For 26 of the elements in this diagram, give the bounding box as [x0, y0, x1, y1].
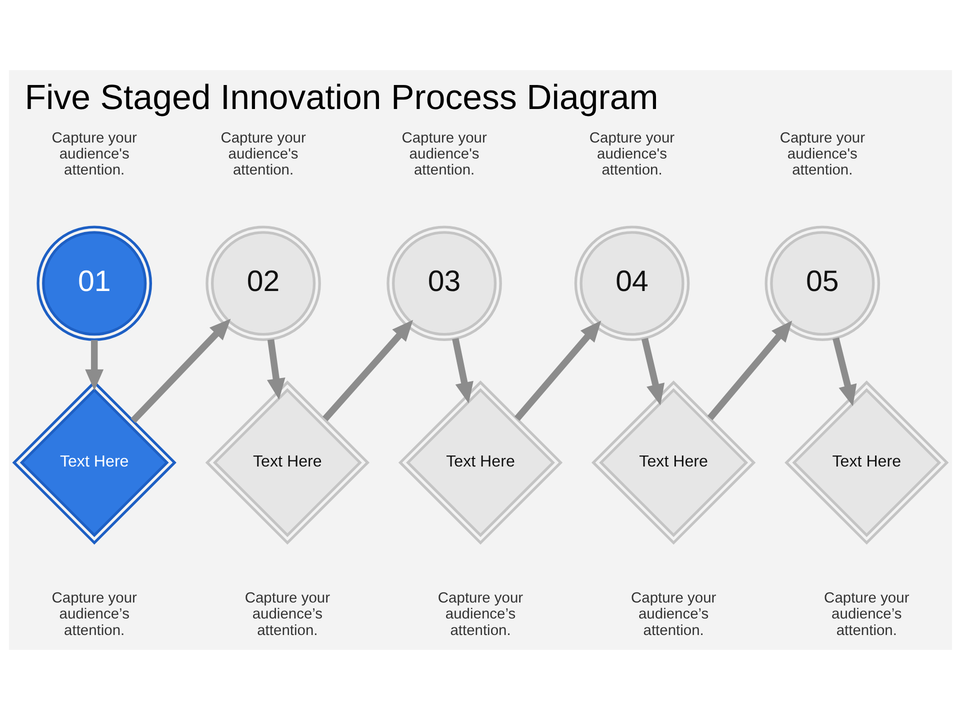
- node-label: Capture your audience’s attention.: [630, 590, 716, 639]
- node-circle: 04: [574, 226, 690, 342]
- arrow: [130, 318, 230, 424]
- node-label: Capture your audience’s attention.: [51, 590, 136, 639]
- node-label: Capture your audience's attention.: [220, 130, 306, 178]
- arrow: [452, 338, 473, 404]
- arrow: [84, 340, 104, 390]
- node-circle: 01: [36, 226, 152, 342]
- node-diamond: Text Here: [784, 380, 948, 545]
- node-diamond: Text Here: [204, 380, 370, 545]
- node-label: Capture your audience’s attention.: [824, 590, 909, 639]
- node-label: Capture your audience's attention.: [401, 130, 486, 178]
- arrow: [266, 339, 285, 400]
- arrow: [706, 320, 792, 420]
- node-label: Capture your audience's attention.: [779, 130, 865, 178]
- arrow: [640, 338, 664, 406]
- arrow: [514, 320, 601, 421]
- arrow: [832, 337, 856, 406]
- node-label: Capture your audience’s attention.: [244, 590, 330, 639]
- diagram-title: Five Staged Innovation Process Diagram: [24, 78, 658, 117]
- node-circle: 05: [764, 226, 880, 342]
- node-label: Capture your audience’s attention.: [437, 590, 523, 639]
- node-label: Capture your audience's attention.: [51, 130, 136, 178]
- node-diamond: Text Here: [590, 380, 756, 545]
- arrow: [322, 320, 413, 422]
- node-label: Capture your audience's attention.: [588, 130, 674, 178]
